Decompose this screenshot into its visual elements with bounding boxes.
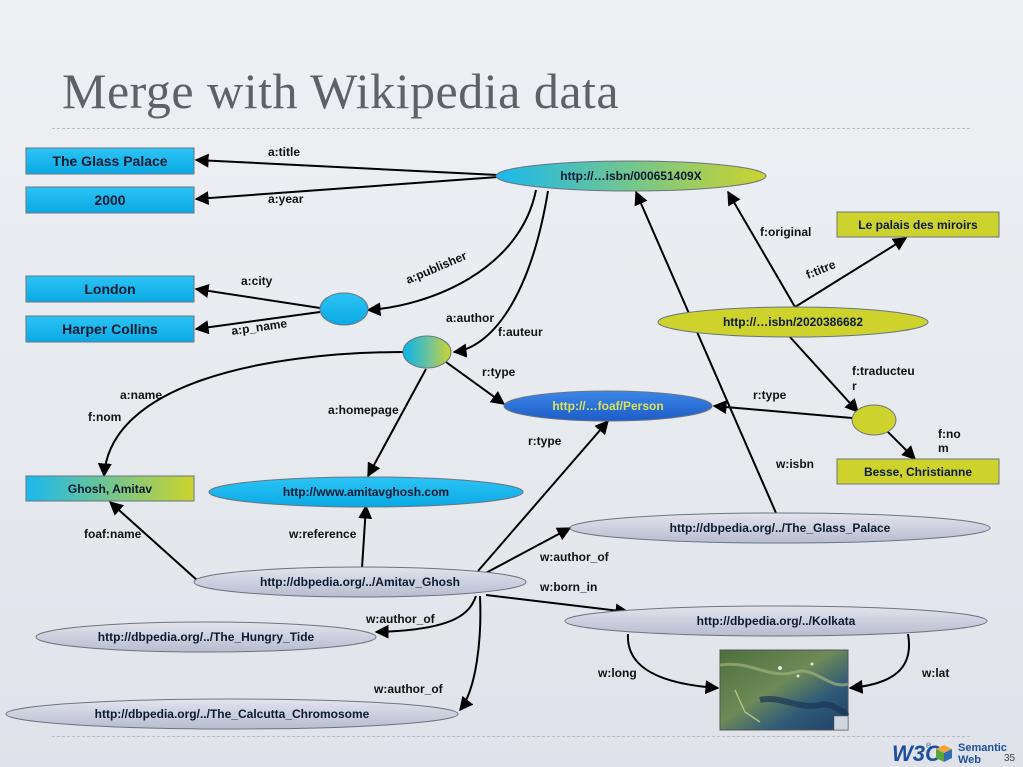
label-w-born-in: w:born_in [539,580,597,594]
title-divider [52,128,970,129]
edge-foaf-name [108,501,199,582]
w3c-semantic-web-logo: W3C ® Semantic Web [892,741,1007,766]
edge-a-title [194,153,499,176]
svg-text:http://dbpedia.org/../The_Calc: http://dbpedia.org/../The_Calcutta_Chrom… [95,707,370,721]
label-a-author: a:author [446,311,494,325]
label-r-type-3: r:type [528,434,562,448]
label-a-homepage: a:homepage [328,403,399,417]
edge-w-author-of-hungry [374,595,477,639]
edge-f-titre [794,237,908,308]
label-f-titre: f:titre [804,257,838,282]
literal-le-palais-des-miroirs: Le palais des miroirs [836,211,1000,238]
edge-w-isbn [634,190,777,514]
svg-text:http://…foaf/Person: http://…foaf/Person [552,399,663,413]
svg-text:The Glass Palace: The Glass Palace [52,153,167,169]
semantic-web-cube-icon [936,745,952,762]
edge-f-original [727,190,796,308]
svg-text:http://www.amitavghosh.com: http://www.amitavghosh.com [283,485,449,499]
svg-text:http://…isbn/000651409X: http://…isbn/000651409X [560,169,701,183]
edge-w-long [626,633,720,695]
svg-text:Besse, Christianne: Besse, Christianne [864,465,972,479]
label-a-p-name: a:p_name [230,316,288,338]
edge-a-p-name [194,311,321,335]
edge-w-reference [358,504,373,569]
svg-text:Harper Collins: Harper Collins [62,321,158,337]
literal-besse-christianne: Besse, Christianne [836,458,1000,485]
literal-harper-collins: Harper Collins [25,315,195,343]
edge-w-lat [848,633,910,694]
svg-text:Semantic: Semantic [958,742,1007,754]
label-w-author-of-2: w:author_of [365,612,436,626]
edge-r-type-dbpedia [477,419,609,572]
label-w-long: w:long [597,666,637,680]
svg-text:London: London [84,281,135,297]
svg-text:http://dbpedia.org/../Kolkata: http://dbpedia.org/../Kolkata [697,614,856,628]
label-a-title: a:title [268,145,300,159]
svg-text:Le palais des miroirs: Le palais des miroirs [858,218,978,232]
edge-f-traducteur [789,336,859,414]
edge-r-type-translator [712,400,853,419]
label-a-year: a:year [268,192,304,206]
node-homepage: http://www.amitavghosh.com [208,476,524,508]
node-isbn-en: http://…isbn/000651409X [495,160,767,192]
svg-text:®: ® [926,742,932,750]
label-w-reference: w:reference [288,527,357,541]
svg-text:http://…isbn/2020386682: http://…isbn/2020386682 [723,315,863,329]
label-f-auteur: f:auteur [498,325,543,339]
label-r-type-1: r:type [482,365,516,379]
node-dbpedia-kolkata: http://dbpedia.org/../Kolkata [564,605,988,637]
label-f-traducteur-2: r [852,379,857,393]
edge-w-born-in [485,594,630,618]
node-dbpedia-calcutta-chromosome: http://dbpedia.org/../The_Calcutta_Chrom… [5,698,459,730]
label-a-city: a:city [241,274,273,288]
edge-a-city [194,283,321,309]
edge-w-author-of-glass [481,527,572,576]
edge-a-publisher [366,189,537,317]
edge-f-nom-translator [885,429,916,460]
label-w-author-of-1: w:author_of [539,550,610,564]
node-dbpedia-amitav-ghosh: http://dbpedia.org/../Amitav_Ghosh [193,566,527,598]
label-w-author-of-3: w:author_of [373,682,444,696]
edge-a-year [194,176,499,206]
node-isbn-fr: http://…isbn/2020386682 [657,306,929,338]
blank-node-author [402,335,452,369]
edge-a-name [97,351,407,478]
edge-r-type-author [445,361,506,405]
edge-w-author-of-calcutta [459,595,482,712]
svg-text:Ghosh, Amitav: Ghosh, Amitav [68,482,153,496]
label-r-type-2: r:type [753,388,787,402]
label-foaf-name: foaf:name [84,527,142,541]
label-f-traducteur-1: f:traducteu [852,364,915,378]
label-f-nom: f:nom [88,410,121,424]
edge-a-author [452,190,549,358]
kolkata-satellite-map [719,649,850,731]
literal-year-2000: 2000 [25,186,195,214]
literal-ghosh-amitav: Ghosh, Amitav [25,475,195,502]
svg-text:http://dbpedia.org/../Amitav_G: http://dbpedia.org/../Amitav_Ghosh [260,575,460,589]
literal-glass-palace: The Glass Palace [25,147,195,175]
label-w-lat: w:lat [921,666,949,680]
svg-text:2000: 2000 [94,192,125,208]
label-w-isbn: w:isbn [775,457,814,471]
label-a-publisher: a:publisher [404,248,469,286]
slide-title: Merge with Wikipedia data [62,63,620,119]
svg-text:http://dbpedia.org/../The_Hung: http://dbpedia.org/../The_Hungry_Tide [98,630,315,644]
edge-a-homepage [367,368,427,478]
label-f-nom-1: f:no [938,427,961,441]
label-f-original: f:original [760,225,811,239]
svg-text:Web: Web [958,754,981,766]
label-a-name: a:name [120,388,162,402]
node-foaf-person: http://…foaf/Person [503,390,713,422]
node-dbpedia-hungry-tide: http://dbpedia.org/../The_Hungry_Tide [35,621,377,653]
footer-divider [52,736,970,737]
svg-text:http://dbpedia.org/../The_Glas: http://dbpedia.org/../The_Glass_Palace [670,521,891,535]
literal-london: London [25,275,195,303]
label-f-nom-2: m [938,441,949,455]
svg-text:W3C: W3C [892,741,942,766]
page-number: 35 [1004,753,1016,764]
blank-node-translator [851,404,897,436]
node-dbpedia-glass-palace: http://dbpedia.org/../The_Glass_Palace [569,512,991,544]
blank-node-publisher [319,292,369,326]
